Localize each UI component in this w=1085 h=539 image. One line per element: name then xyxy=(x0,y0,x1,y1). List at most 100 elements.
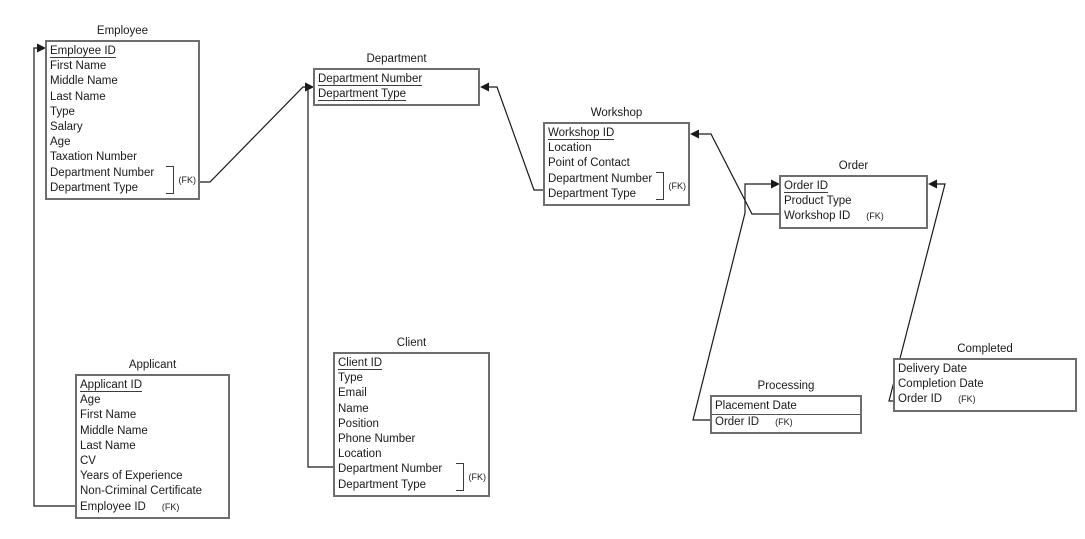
attribute-row: Workshop ID xyxy=(545,126,688,141)
attribute-row: Department Number xyxy=(47,166,198,181)
entity-title-employee: Employee xyxy=(96,25,149,37)
attribute-name: Placement Date xyxy=(715,400,797,412)
attribute-row: Phone Number xyxy=(335,432,488,447)
entity-title-applicant: Applicant xyxy=(128,359,177,371)
attribute-name: Department Type xyxy=(338,478,427,491)
relationship-client-department xyxy=(305,86,333,468)
attribute-name-pk: Department Type xyxy=(318,88,407,102)
attribute-row: Order ID (FK) xyxy=(895,392,1075,407)
attribute-row: Applicant ID xyxy=(77,378,228,393)
relationship-employee-department xyxy=(200,86,305,183)
attribute-row: Name xyxy=(335,402,488,417)
attribute-name: Order ID xyxy=(715,416,760,429)
attribute-name: Point of Contact xyxy=(548,157,630,170)
attribute-row: Department Number xyxy=(335,462,488,477)
attribute-name: Product Type xyxy=(784,195,852,208)
attribute-name: Email xyxy=(338,387,367,400)
attribute-row: Employee ID xyxy=(47,44,198,59)
attribute-row: Completion Date xyxy=(895,377,1075,392)
attribute-row: Middle Name xyxy=(47,74,198,89)
attribute-name: Age xyxy=(80,394,101,407)
attribute-row: Type xyxy=(47,105,198,120)
attribute-row: CV xyxy=(77,454,228,469)
attribute-name: Middle Name xyxy=(50,75,118,88)
arrowhead-icon xyxy=(480,82,489,92)
attribute-name: Employee ID xyxy=(80,500,146,513)
entity-title-order: Order xyxy=(838,160,869,172)
fk-bracket xyxy=(456,462,464,491)
attribute-name: Department Number xyxy=(338,463,443,476)
attribute-name-pk: Workshop ID xyxy=(548,127,615,140)
fk-marker: (FK) xyxy=(468,471,487,482)
attribute-row: First Name xyxy=(77,408,228,423)
attribute-name: Salary xyxy=(50,120,83,133)
attribute-name: CV xyxy=(80,454,96,467)
attribute-row: Order ID (FK) xyxy=(712,415,860,430)
attribute-name: Department Number xyxy=(50,166,155,179)
attribute-name-pk: Department Number xyxy=(318,73,423,86)
attribute-row: Department Type xyxy=(315,87,478,102)
attribute-row: Age xyxy=(47,135,198,150)
attribute-name: Type xyxy=(338,372,363,385)
relationship-workshop-department xyxy=(489,86,543,191)
attribute-name-pk: Client ID xyxy=(338,357,383,370)
attribute-row: Taxation Number xyxy=(47,150,198,165)
attribute-row: Department Number xyxy=(315,72,478,87)
attribute-row: Middle Name xyxy=(77,424,228,439)
attribute-name: Delivery Date xyxy=(898,363,968,375)
entity-title-completed: Completed xyxy=(957,343,1013,355)
attribute-row: Last Name xyxy=(47,90,198,105)
attribute-row: Department Type xyxy=(335,478,488,493)
attribute-row: Department Type xyxy=(545,187,688,202)
attribute-row: Order ID xyxy=(781,179,926,194)
attribute-name-pk: Employee ID xyxy=(50,45,116,58)
attribute-name-pk: Order ID xyxy=(784,180,829,193)
attribute-name: Years of Experience xyxy=(80,470,183,483)
fk-marker: (FK) xyxy=(775,417,793,428)
arrowhead-icon xyxy=(690,129,699,139)
attribute-name: Name xyxy=(338,402,369,415)
fk-bracket xyxy=(656,171,664,200)
attribute-name: Department Number xyxy=(548,172,653,185)
fk-marker: (FK) xyxy=(866,211,884,222)
arrowhead-icon xyxy=(928,179,937,189)
attribute-name: Type xyxy=(50,105,75,118)
attribute-name: Last Name xyxy=(50,90,106,103)
attribute-name: Age xyxy=(50,136,71,149)
fk-marker: (FK) xyxy=(958,394,976,405)
attribute-name: Completion Date xyxy=(898,378,984,391)
attribute-name: First Name xyxy=(80,409,137,422)
attribute-name: Order ID xyxy=(898,393,943,406)
attribute-row: Client ID xyxy=(335,356,488,371)
attribute-name: Location xyxy=(338,448,382,461)
attribute-name-pk: Applicant ID xyxy=(80,379,143,392)
attribute-row: Salary xyxy=(47,120,198,135)
attribute-row: Years of Experience xyxy=(77,469,228,484)
attribute-row: Type xyxy=(335,371,488,386)
fk-marker: (FK) xyxy=(161,501,180,512)
attribute-name: Last Name xyxy=(80,439,136,452)
attribute-row: Product Type xyxy=(781,194,926,209)
attribute-name: Department Type xyxy=(548,187,637,200)
attribute-row: Position xyxy=(335,417,488,432)
attribute-name: Location xyxy=(548,142,592,155)
entity-title-department: Department xyxy=(366,53,427,65)
attribute-row: Department Type xyxy=(47,181,198,196)
attribute-name: Non-Criminal Certificate xyxy=(80,485,203,498)
attribute-name: Middle Name xyxy=(80,424,148,437)
attribute-name: Phone Number xyxy=(338,432,416,445)
attribute-name: Position xyxy=(338,417,379,430)
entity-title-processing: Processing xyxy=(757,380,815,392)
entity-title-workshop: Workshop xyxy=(590,107,643,119)
fk-marker: (FK) xyxy=(178,174,197,185)
entity-title-client: Client xyxy=(396,337,427,349)
attribute-row: First Name xyxy=(47,59,198,74)
